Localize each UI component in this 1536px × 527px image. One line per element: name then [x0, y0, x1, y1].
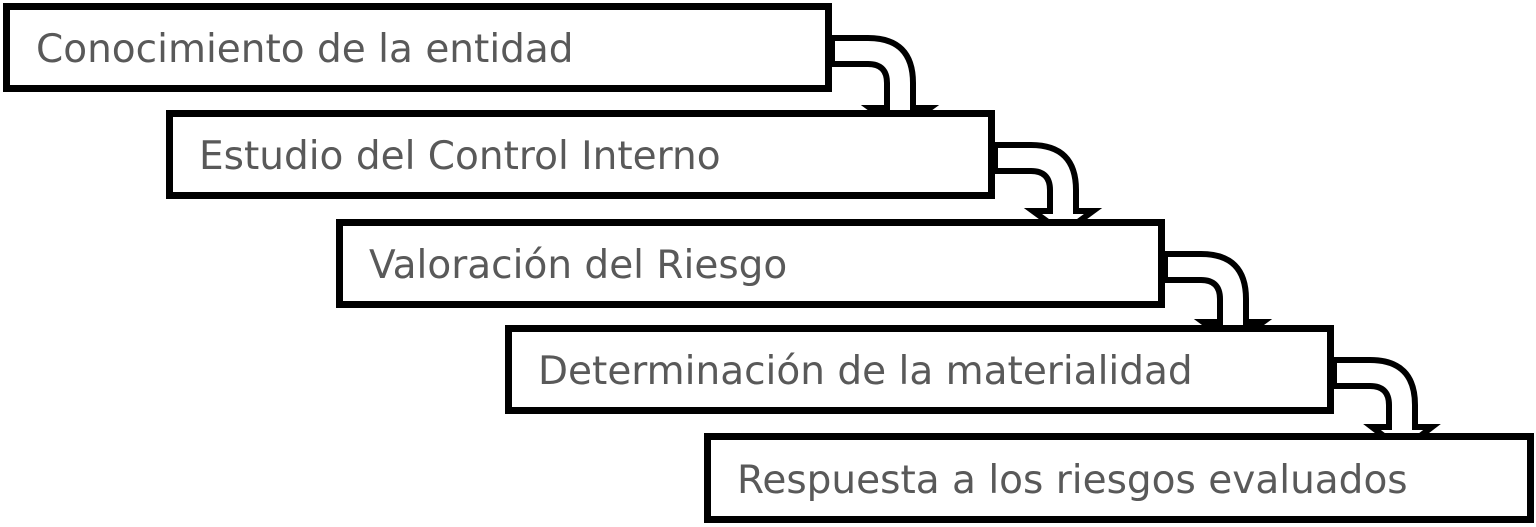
step-label: Estudio del Control Interno	[199, 134, 721, 179]
step-box-5: Respuesta a los riesgos evaluados	[704, 433, 1534, 523]
step-box-3: Valoración del Riesgo	[336, 219, 1165, 308]
step-box-1: Conocimiento de la entidad	[3, 3, 832, 92]
step-box-4: Determinación de la materialidad	[505, 325, 1334, 414]
step-label: Respuesta a los riesgos evaluados	[737, 457, 1408, 503]
step-label: Determinación de la materialidad	[538, 349, 1193, 394]
step-box-2: Estudio del Control Interno	[166, 110, 995, 199]
step-label: Valoración del Riesgo	[369, 243, 788, 288]
step-label: Conocimiento de la entidad	[36, 27, 574, 72]
